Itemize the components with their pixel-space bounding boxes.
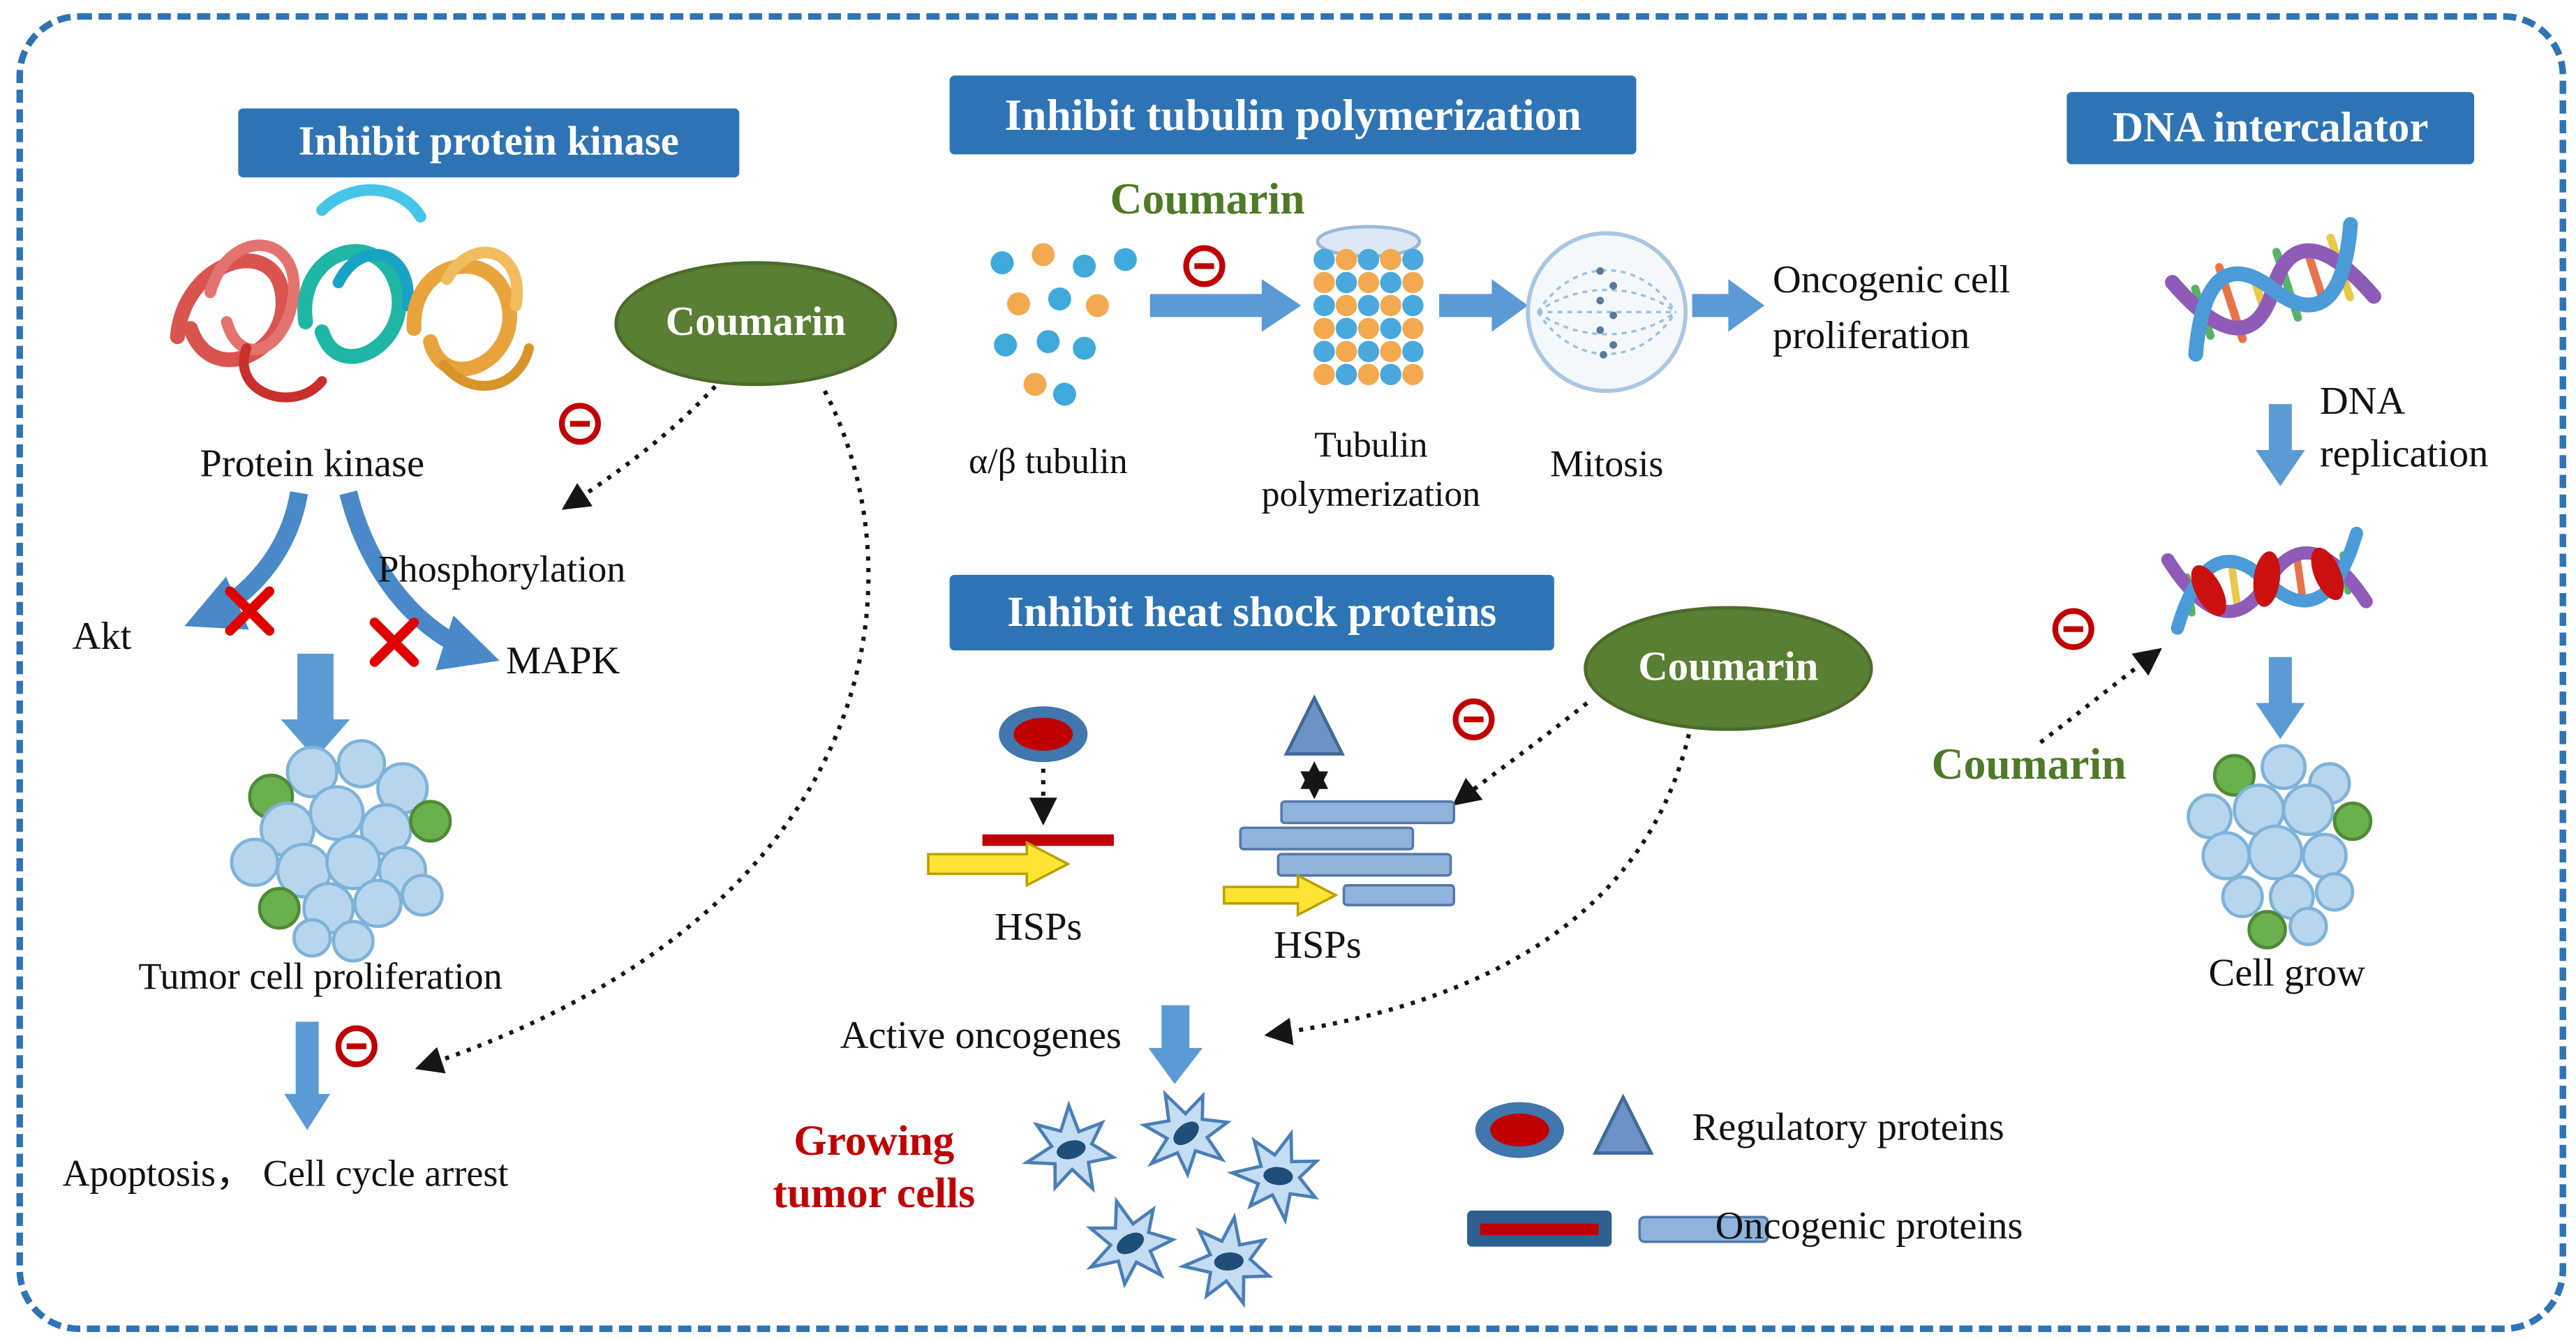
tumor-proliferation-label: Tumor cell proliferation [138,956,502,997]
mitosis-label: Mitosis [1549,443,1664,485]
protein-kinase-label: Protein kinase [200,443,425,486]
dotted-arrow-coumarin-to-apoptosis [415,389,871,1074]
curved-arrow-to-akt [184,491,308,630]
dna-intercalated [2161,526,2373,635]
block-arrow-down-replication [2256,404,2305,486]
akt-label: Akt [72,615,132,659]
coumarin-label-dna: Coumarin [1931,739,2127,788]
legend-regulatory-triangle-icon [1592,1093,1654,1155]
hsp-gene-right [1222,800,1456,918]
dashed-border-frame [16,13,2566,1333]
phosphorylation-label: Phosphorylation [378,548,626,590]
protein-kinase-structure [170,184,535,403]
legend-regulatory-label: Regulatory proteins [1692,1107,2004,1150]
curved-arrow-to-mapk [339,491,500,671]
tubulin-polymer-label-line1: Tubulin [1314,424,1428,465]
inhibition-symbol-kinase [558,403,601,445]
dotted-arrow-coumarin-to-kinase [561,376,725,510]
red-x-mapk [369,618,419,667]
growing-tumor-cells-label-line2: tumor cells [773,1169,976,1218]
legend-oncogenic-red-bar-icon [1467,1210,1612,1247]
coumarin-ellipse-kinase: Coumarin [614,261,898,387]
block-arrow-right-polymerization [1149,279,1302,332]
mapk-label: MAPK [506,641,620,684]
tubulin-polymer [1313,225,1424,386]
inhibition-symbol-dna [2052,608,2094,650]
mitosis-spindle [1526,231,1688,394]
block-arrow-down-growing [1148,1005,1203,1084]
hsps-left-label: HSPs [994,906,1082,950]
regulatory-protein-triangle [1283,694,1346,756]
block-arrow-right-oncogenic [1692,279,1765,332]
inhibition-symbol-apoptosis [335,1025,378,1068]
tumor-cell-cluster [230,739,452,963]
active-oncogenes-label: Active oncogenes [840,1015,1122,1058]
oncogenic-proliferation-label-line1: Oncogenic cell [1772,259,2011,303]
red-x-akt [225,586,275,636]
oncogenic-proliferation-label-line2: proliferation [1772,315,1970,359]
coumarin-label-tubulin: Coumarin [1110,174,1305,224]
block-arrow-right-mitosis [1439,279,1528,332]
coumarin-ellipse-hsp: Coumarin [1584,606,1873,731]
legend-oncogenic-blue-bar-icon [1638,1215,1769,1243]
dotted-arrow-coumarin-to-oncogenes [1264,733,1691,1046]
block-arrow-down-cellgrow [2256,657,2305,740]
legend-regulatory-ellipse-icon [1475,1102,1565,1158]
header-dna-intercalator: DNA intercalator [2067,91,2475,165]
block-arrow-down-proliferation [281,653,350,759]
header-inhibit-heat-shock-proteins: Inhibit heat shock proteins [949,574,1554,651]
inhibition-symbol-hsp [1452,698,1495,741]
block-arrow-down-apoptosis [284,1022,331,1130]
dna-replication-label-line2: replication [2319,433,2489,477]
dotted-arrow-coumarin-to-dna [2039,648,2162,745]
tubulin-polymer-label-line2: polymerization [1261,472,1481,514]
header-inhibit-protein-kinase: Inhibit protein kinase [238,108,740,178]
legend-oncogenic-label: Oncogenic proteins [1715,1205,2023,1249]
growing-tumor-cells-cluster [1023,1081,1337,1314]
cell-grow-label: Cell grow [2208,952,2365,996]
ab-tubulin-label: α/β tubulin [969,440,1128,481]
growing-tumor-cells-label-line1: Growing [794,1116,955,1165]
dna-helix [2165,217,2381,362]
apoptosis-label: Apoptosis， Cell cycle arrest [62,1153,509,1195]
inhibition-symbol-tubulin [1183,245,1226,287]
regulatory-protein-ellipse [999,706,1088,763]
dotted-arrow-coumarin-to-hsp [1452,701,1588,806]
hsps-right-label: HSPs [1274,925,1362,968]
dna-replication-label-line1: DNA [2319,381,2406,424]
cell-grow-cluster [2187,744,2373,950]
header-inhibit-tubulin-polymerization: Inhibit tubulin polymerization [949,75,1637,155]
ab-tubulin-monomers [990,243,1137,406]
hsp-gene-left [927,834,1115,888]
